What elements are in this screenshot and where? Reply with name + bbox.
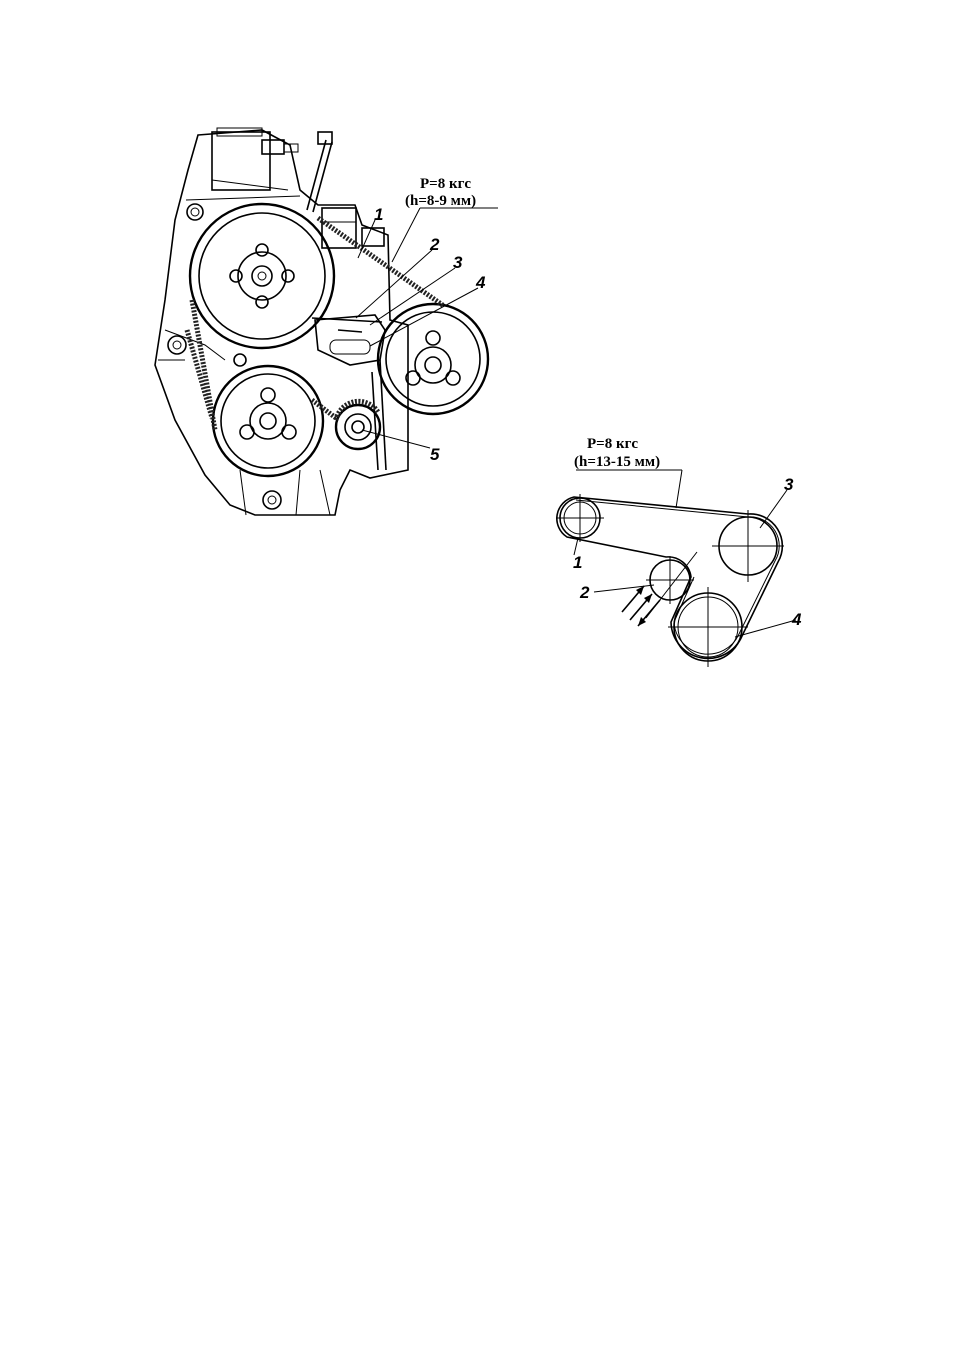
belt-routing-schematic: P=8 кгс (h=13-15 мм) 1 2 3 4 (556, 436, 802, 667)
engine-belt-drive-drawing: P=8 кгс (h=8-9 мм) 1 2 3 4 5 (155, 128, 498, 515)
force-annotation-right: P=8 кгс (h=13-15 мм) (574, 436, 660, 470)
engine-block-outline (155, 128, 408, 515)
callout-right-2: 2 (579, 583, 590, 602)
callout-right-3: 3 (784, 475, 794, 494)
callout-left-5: 5 (430, 445, 440, 464)
callout-right-1: 1 (573, 553, 582, 572)
callout-left-3: 3 (453, 253, 463, 272)
upper-pulley-right (378, 304, 488, 414)
schematic-pulley-4 (668, 587, 748, 667)
upper-pulley-left (190, 204, 334, 348)
force-value-right: P=8 кгс (587, 436, 638, 452)
deflection-value-right: (h=13-15 мм) (574, 454, 660, 470)
deflection-value-left: (h=8-9 мм) (405, 193, 476, 209)
callout-left-1: 1 (374, 205, 383, 224)
force-value-left: P=8 кгс (420, 176, 471, 192)
callout-left-2: 2 (429, 235, 440, 254)
idler-pulley (336, 401, 380, 449)
callout-right-4: 4 (791, 610, 802, 629)
force-annotation-left: P=8 кгс (h=8-9 мм) (405, 176, 476, 209)
callout-leaders-right (574, 470, 796, 637)
callout-left-4: 4 (475, 273, 486, 292)
crankshaft-pulley (213, 366, 323, 476)
